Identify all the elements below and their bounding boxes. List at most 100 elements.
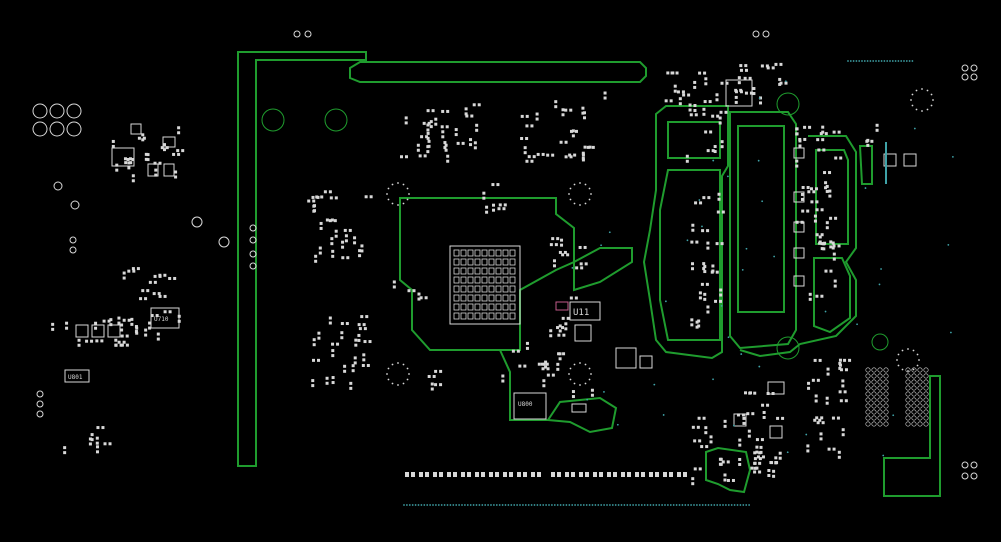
via [707,504,710,506]
via [458,504,460,506]
passive-component [691,477,695,486]
passive-component [95,445,99,454]
passive-component [154,168,158,177]
via [847,60,849,62]
passive-component [168,276,177,280]
passive-component [832,252,836,261]
passive-component [361,363,370,367]
bga-ball [460,267,467,275]
via [603,504,605,506]
passive-component [542,379,546,388]
via [864,187,867,189]
connector-pad-pair [461,472,471,477]
passive-component [753,470,762,474]
arc-dot [926,89,929,92]
bga-ball [488,276,495,284]
passive-component [127,161,131,170]
passive-component [569,296,578,300]
via [869,60,872,62]
via [710,504,713,506]
passive-component [829,216,838,220]
via [947,243,950,246]
bga-ball [865,373,871,379]
bga-ball [865,421,871,427]
passive-component [148,280,157,284]
passive-component [839,368,848,372]
passive-component [362,353,366,362]
via [408,504,411,506]
passive-component [736,413,745,417]
via [712,378,714,381]
arc-dot [907,348,909,350]
passive-component [177,314,181,323]
passive-component [85,339,94,343]
passive-component [737,76,741,85]
bga-ball [877,397,883,403]
passive-component [109,318,113,327]
passive-component [536,152,545,156]
passive-component [117,340,126,344]
bga-ball [474,249,481,257]
passive-component [341,240,345,249]
bga-ball [460,258,467,266]
via [522,504,524,506]
via [872,60,875,62]
passive-component [720,140,724,149]
arc-dot [402,183,405,186]
passive-component [131,267,140,271]
arc-dot [569,198,572,201]
passive-component [824,269,833,273]
via [784,80,787,83]
arc-dot [579,362,581,364]
arc-dot [588,378,591,381]
passive-component [747,429,751,438]
via [443,504,446,506]
via [951,155,954,158]
via [504,504,507,506]
passive-component [704,77,708,86]
via [629,504,632,506]
passive-component [744,91,753,95]
via [877,60,880,62]
passive-component [756,455,765,459]
via [852,60,855,62]
passive-component [430,382,434,391]
passive-component [806,444,810,453]
via [446,504,449,506]
passive-component [77,338,81,347]
bga-ball [865,391,871,397]
passive-component [560,238,564,247]
arc-dot [573,382,576,385]
passive-component [325,376,329,385]
passive-component [841,379,845,388]
right-power-plane-2 [815,149,849,245]
passive-component [95,339,104,343]
passive-component [710,270,719,274]
bga-ball [467,312,474,320]
passive-component [568,153,577,157]
via [585,504,588,506]
passive-component [581,153,585,162]
bga-ball [460,285,467,293]
passive-component [738,438,742,447]
passive-component [739,64,748,68]
via [883,60,886,62]
passive-component [126,157,135,161]
passive-component [88,437,92,446]
bga-ball [488,249,495,257]
bga-ball [917,415,923,421]
passive-component [755,445,759,454]
bga-ball [877,409,883,415]
passive-component [834,156,843,160]
bga-ball [871,373,877,379]
bga-ball [911,403,917,409]
arc-dot [911,104,914,107]
bga-ball [502,249,509,257]
arc-dot [584,202,587,205]
via [701,225,703,228]
passive-component [720,81,729,85]
passive-component [825,221,829,230]
passive-component [569,129,578,133]
passive-component [816,138,825,142]
